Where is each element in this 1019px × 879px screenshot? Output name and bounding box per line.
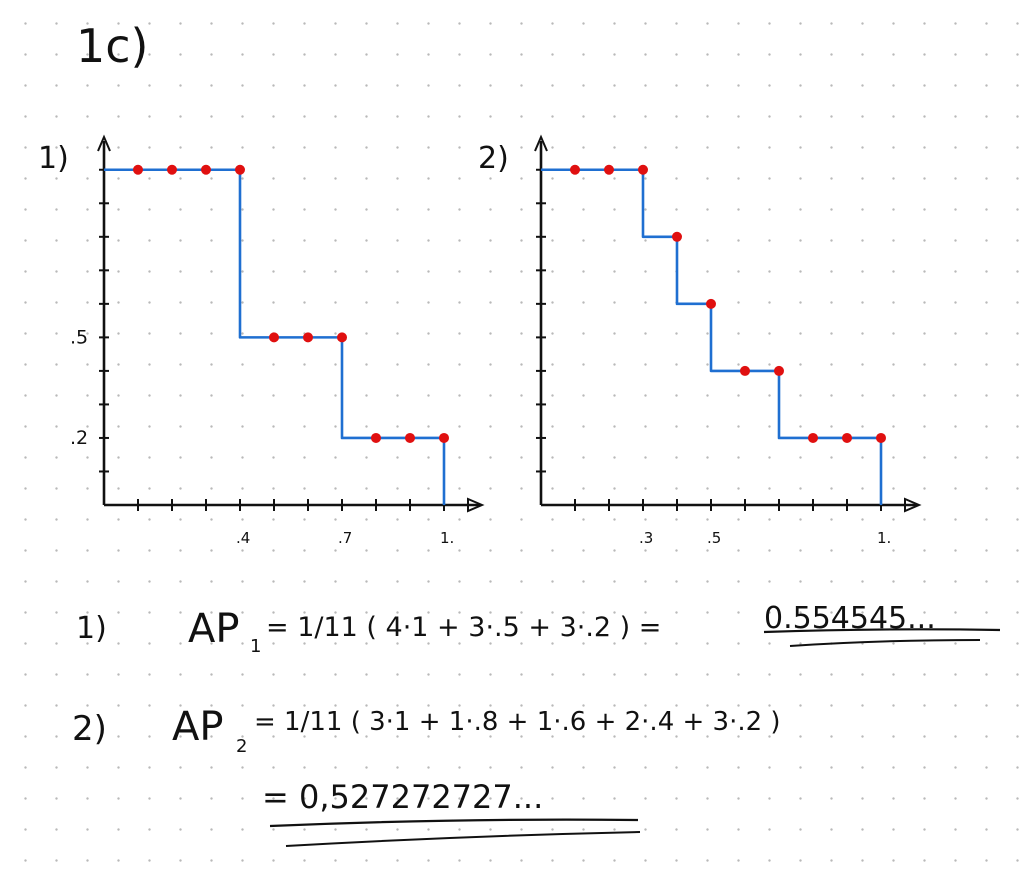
panel-2-x-tick-label: 1.	[877, 529, 891, 547]
panel-1-data-point	[303, 332, 313, 343]
equation-1-label: 1)	[76, 611, 107, 646]
panel-2-data-point	[638, 164, 648, 175]
panel-1-data-point	[337, 332, 347, 343]
chart-panel-2: 2) .3 .5 1.	[478, 134, 922, 547]
panel-2-data-point	[604, 164, 614, 175]
panel-1-series	[104, 164, 449, 505]
panel-1-data-point	[201, 164, 211, 175]
equation-1-lhs: AP	[188, 606, 239, 652]
equation-2-underline	[269, 818, 639, 828]
panel-1-data-point	[269, 332, 279, 343]
panel-1-ticks	[99, 168, 445, 511]
equation-1-body: = 1/11 ( 4·1 + 3·.5 + 3·.2 ) =	[266, 612, 661, 643]
panel-1-x-tick-label: 1.	[440, 529, 454, 547]
panel-2-x-arrowhead	[904, 497, 922, 513]
panel-2-data-point	[842, 432, 852, 443]
chart-panel-1: 1) .4 .7 1. .5 .2	[38, 134, 485, 547]
panel-1-y-tick-label: .2	[70, 427, 88, 449]
panel-2-y-arrowhead	[534, 134, 548, 152]
panel-1-tick-labels: .4 .7 1. .5 .2	[70, 326, 454, 547]
panel-2-x-tick-label: .5	[707, 529, 721, 547]
equation-1-underline-2	[789, 639, 981, 647]
panel-2-data-point	[808, 432, 818, 443]
equation-2-label: 2)	[72, 709, 107, 749]
panel-2-label: 2)	[478, 141, 509, 176]
panel-2-axes	[534, 134, 922, 513]
panel-1-label: 1)	[38, 141, 69, 176]
panel-2-data-point	[774, 365, 784, 376]
panel-2-step-line	[541, 168, 883, 505]
panel-1-x-tick-label: .4	[236, 529, 250, 547]
problem-label: 1c)	[76, 19, 149, 73]
panel-2-tick-labels: .3 .5 1.	[639, 529, 891, 547]
equation-1-subscript: 1	[250, 636, 261, 657]
panel-1-y-tick-label: .5	[70, 326, 88, 348]
equation-2: 2) AP 2 = 1/11 ( 3·1 + 1·.8 + 1·.6 + 2·.…	[72, 704, 781, 847]
panel-1-x-arrowhead	[467, 497, 485, 513]
panel-2-data-point	[740, 365, 750, 376]
panel-1-data-point	[405, 432, 415, 443]
panel-1-step-line	[104, 168, 446, 505]
panel-1-data-point	[371, 432, 381, 443]
panel-2-x-tick-label: .3	[639, 529, 653, 547]
panel-2-ticks	[536, 168, 882, 511]
panel-2-series	[541, 164, 886, 505]
equation-1-underline	[763, 628, 1001, 634]
panel-1-data-point	[133, 164, 143, 175]
equation-1: 1) AP 1 = 1/11 ( 4·1 + 3·.5 + 3·.2 ) = 0…	[76, 601, 1001, 657]
equation-2-underline-2	[285, 831, 641, 847]
panel-1-data-point	[167, 164, 177, 175]
equation-2-subscript: 2	[236, 736, 247, 757]
panel-2-data-point	[876, 432, 886, 443]
equation-2-result: = 0,527272727...	[262, 778, 543, 816]
panel-1-y-arrowhead	[97, 134, 111, 152]
panel-2-data-point	[706, 298, 716, 309]
equation-2-body: = 1/11 ( 3·1 + 1·.8 + 1·.6 + 2·.4 + 3·.2…	[254, 707, 781, 737]
equation-2-lhs: AP	[172, 704, 223, 750]
panel-1-data-point	[439, 432, 449, 443]
panel-2-data-point	[672, 231, 682, 242]
panel-2-data-point	[570, 164, 580, 175]
panel-1-x-tick-label: .7	[338, 529, 352, 547]
panel-1-data-point	[235, 164, 245, 175]
panel-1-axes	[97, 134, 485, 513]
